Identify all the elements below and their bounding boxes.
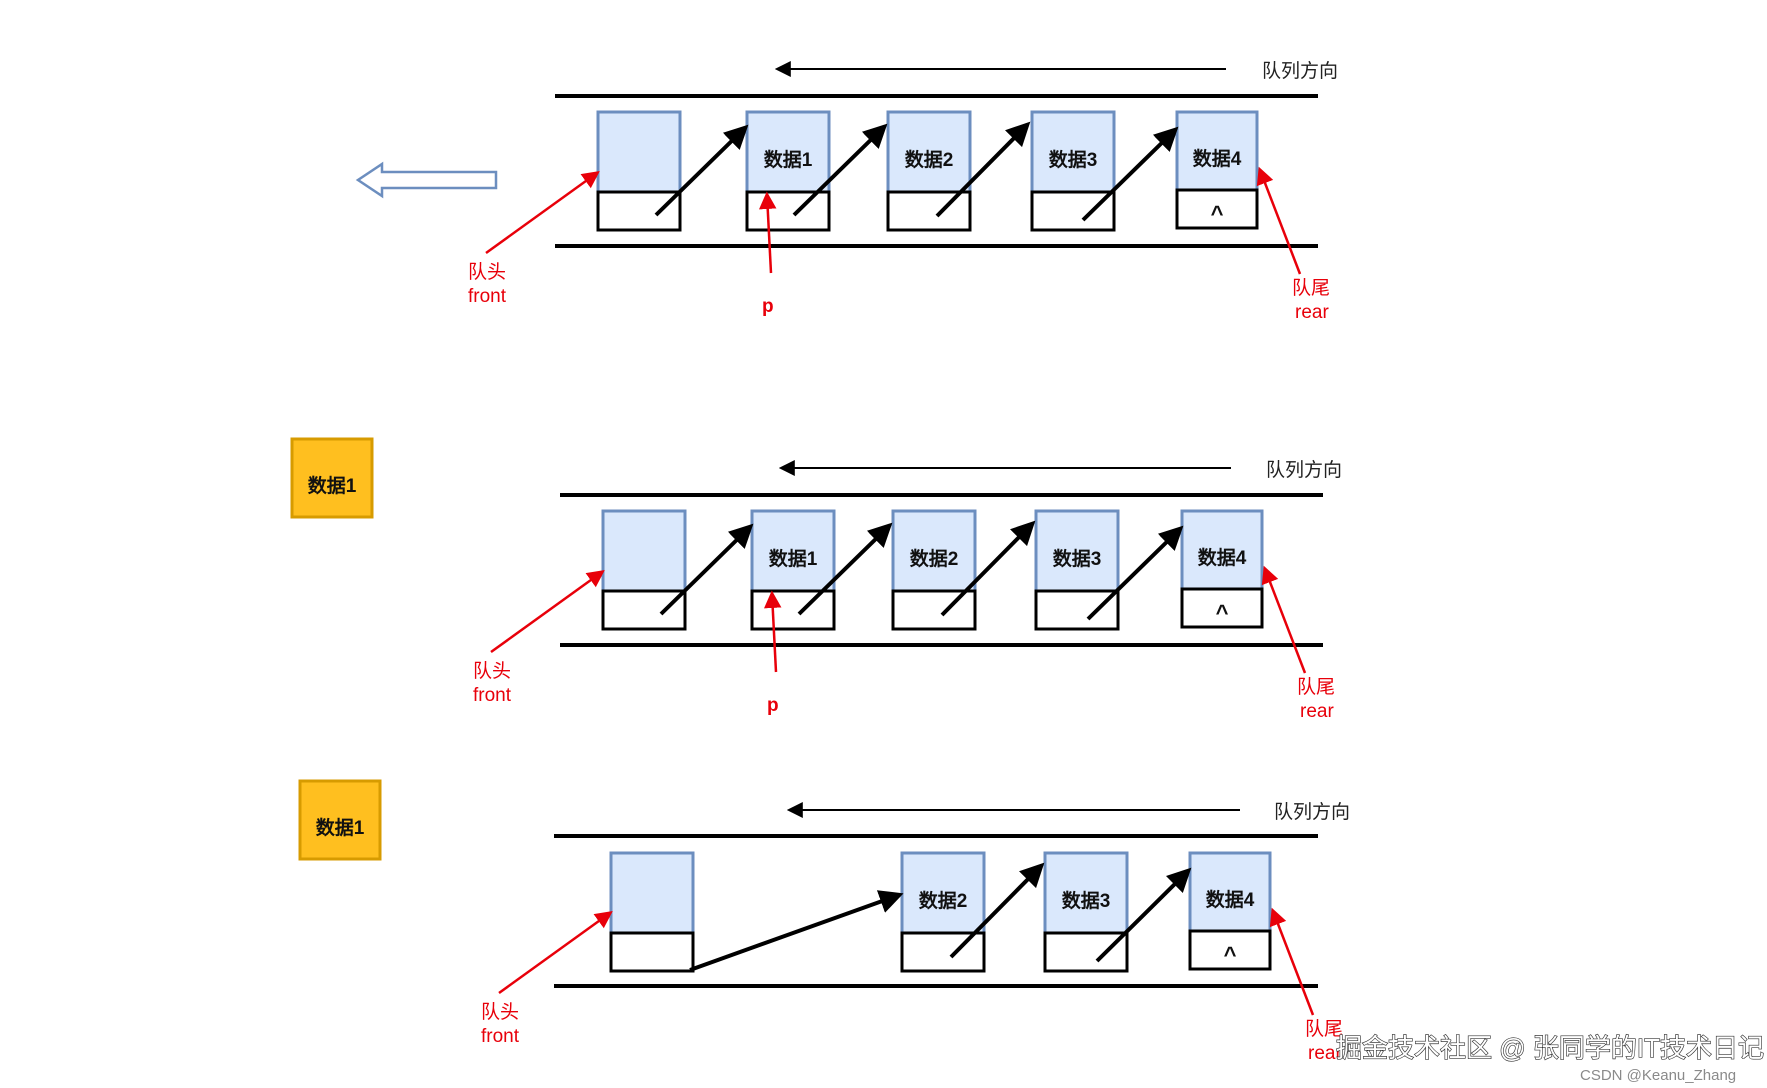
null-pointer-caret: ^ (1216, 600, 1229, 625)
node-label-1: 数据1 (769, 547, 818, 570)
watermark-main: 掘金技术社区 @ 张同学的IT技术日记 (1336, 1033, 1764, 1063)
front-label: 队头 (481, 1001, 519, 1023)
dequeued-node (290, 437, 374, 519)
link-arrow (654, 124, 749, 217)
node-next-4 (1180, 587, 1264, 629)
front-label: 队头 (468, 261, 506, 283)
node-data-1 (750, 509, 836, 593)
node-label-3: 数据3 (1062, 889, 1111, 912)
rear-label-en: rear (1295, 302, 1329, 323)
node-data-2 (886, 110, 972, 194)
front-label-en: front (481, 1026, 520, 1047)
node-next-4 (1188, 929, 1272, 971)
rear-label-en: rear (1300, 701, 1334, 722)
node-label-4: 数据4 (1193, 147, 1242, 170)
link-arrow (1081, 126, 1179, 222)
rear-pointer-arrow (1269, 907, 1315, 1016)
node-next-3 (1043, 931, 1129, 973)
rear-label: 队尾 (1297, 676, 1335, 698)
p-label: p (762, 296, 774, 317)
link-arrow (1095, 867, 1192, 963)
node-data-3 (1034, 509, 1120, 593)
head-node-next (609, 931, 695, 973)
node-label-3: 数据3 (1053, 547, 1102, 570)
front-label-en: front (473, 685, 512, 706)
p-pointer-arrow (763, 590, 782, 673)
node-label-2: 数据2 (910, 547, 959, 570)
rear-label: 队尾 (1305, 1018, 1343, 1040)
link-arrow (659, 523, 754, 616)
watermark-sub: CSDN @Keanu_Zhang (1580, 1067, 1736, 1084)
node-data-1 (745, 110, 831, 194)
node-label-1: 数据1 (764, 148, 813, 171)
node-label-4: 数据4 (1198, 546, 1247, 569)
link-arrow (935, 121, 1031, 218)
node-next-3 (1034, 589, 1120, 631)
node-data-2 (891, 509, 977, 593)
queue-direction-label: 队列方向 (1262, 60, 1338, 82)
rear-label-en: rear (1308, 1043, 1342, 1064)
p-pointer-arrow (758, 191, 777, 274)
node-data-3 (1043, 851, 1129, 935)
node-label-4: 数据4 (1206, 888, 1255, 911)
node-label-2: 数据2 (905, 148, 954, 171)
node-label-3: 数据3 (1049, 148, 1098, 171)
link-arrow (792, 123, 888, 217)
front-pointer-arrow (485, 170, 600, 255)
rear-pointer-arrow (1256, 166, 1302, 275)
panel-2: 数据1 队列方向 数据1 数据2 数据3 数据4 ^ (290, 437, 1342, 722)
node-next-4 (1175, 188, 1259, 230)
queue-direction-label: 队列方向 (1266, 459, 1342, 481)
rear-label: 队尾 (1292, 277, 1330, 299)
dequeued-node (298, 779, 382, 861)
null-pointer-caret: ^ (1224, 942, 1237, 967)
node-next-1 (745, 190, 831, 232)
head-node-data (596, 110, 682, 194)
node-label-2: 数据2 (919, 889, 968, 912)
rear-pointer-arrow (1261, 565, 1307, 674)
front-label-en: front (468, 286, 507, 307)
node-data-2 (900, 851, 986, 935)
front-pointer-arrow (498, 910, 613, 995)
dequeue-direction-arrow (355, 161, 498, 199)
head-node-next (596, 190, 682, 232)
front-pointer-arrow (490, 569, 605, 654)
dequeued-node-label: 数据1 (316, 816, 365, 839)
node-data-4 (1180, 509, 1264, 591)
queue-direction-label: 队列方向 (1274, 801, 1350, 823)
head-node-next (601, 589, 687, 631)
link-arrow (1086, 525, 1184, 621)
head-node-data (601, 509, 687, 593)
link-arrow (797, 522, 893, 616)
link-arrow (949, 862, 1045, 959)
head-node-data (609, 851, 695, 935)
node-data-4 (1188, 851, 1272, 933)
null-pointer-caret: ^ (1211, 201, 1224, 226)
front-label: 队头 (473, 660, 511, 682)
panel-1: 队列方向 数据1 数据2 数据3 数据4 ^ (355, 60, 1338, 323)
link-arrow (940, 520, 1036, 617)
link-arrow-bypass (689, 890, 904, 972)
node-next-3 (1030, 190, 1116, 232)
panel-3: 数据1 队列方向 数据2 数据3 数据4 ^ 队头 front (298, 779, 1350, 1064)
p-label: p (767, 695, 779, 716)
dequeued-node-label: 数据1 (308, 474, 357, 497)
node-next-1 (750, 589, 836, 631)
